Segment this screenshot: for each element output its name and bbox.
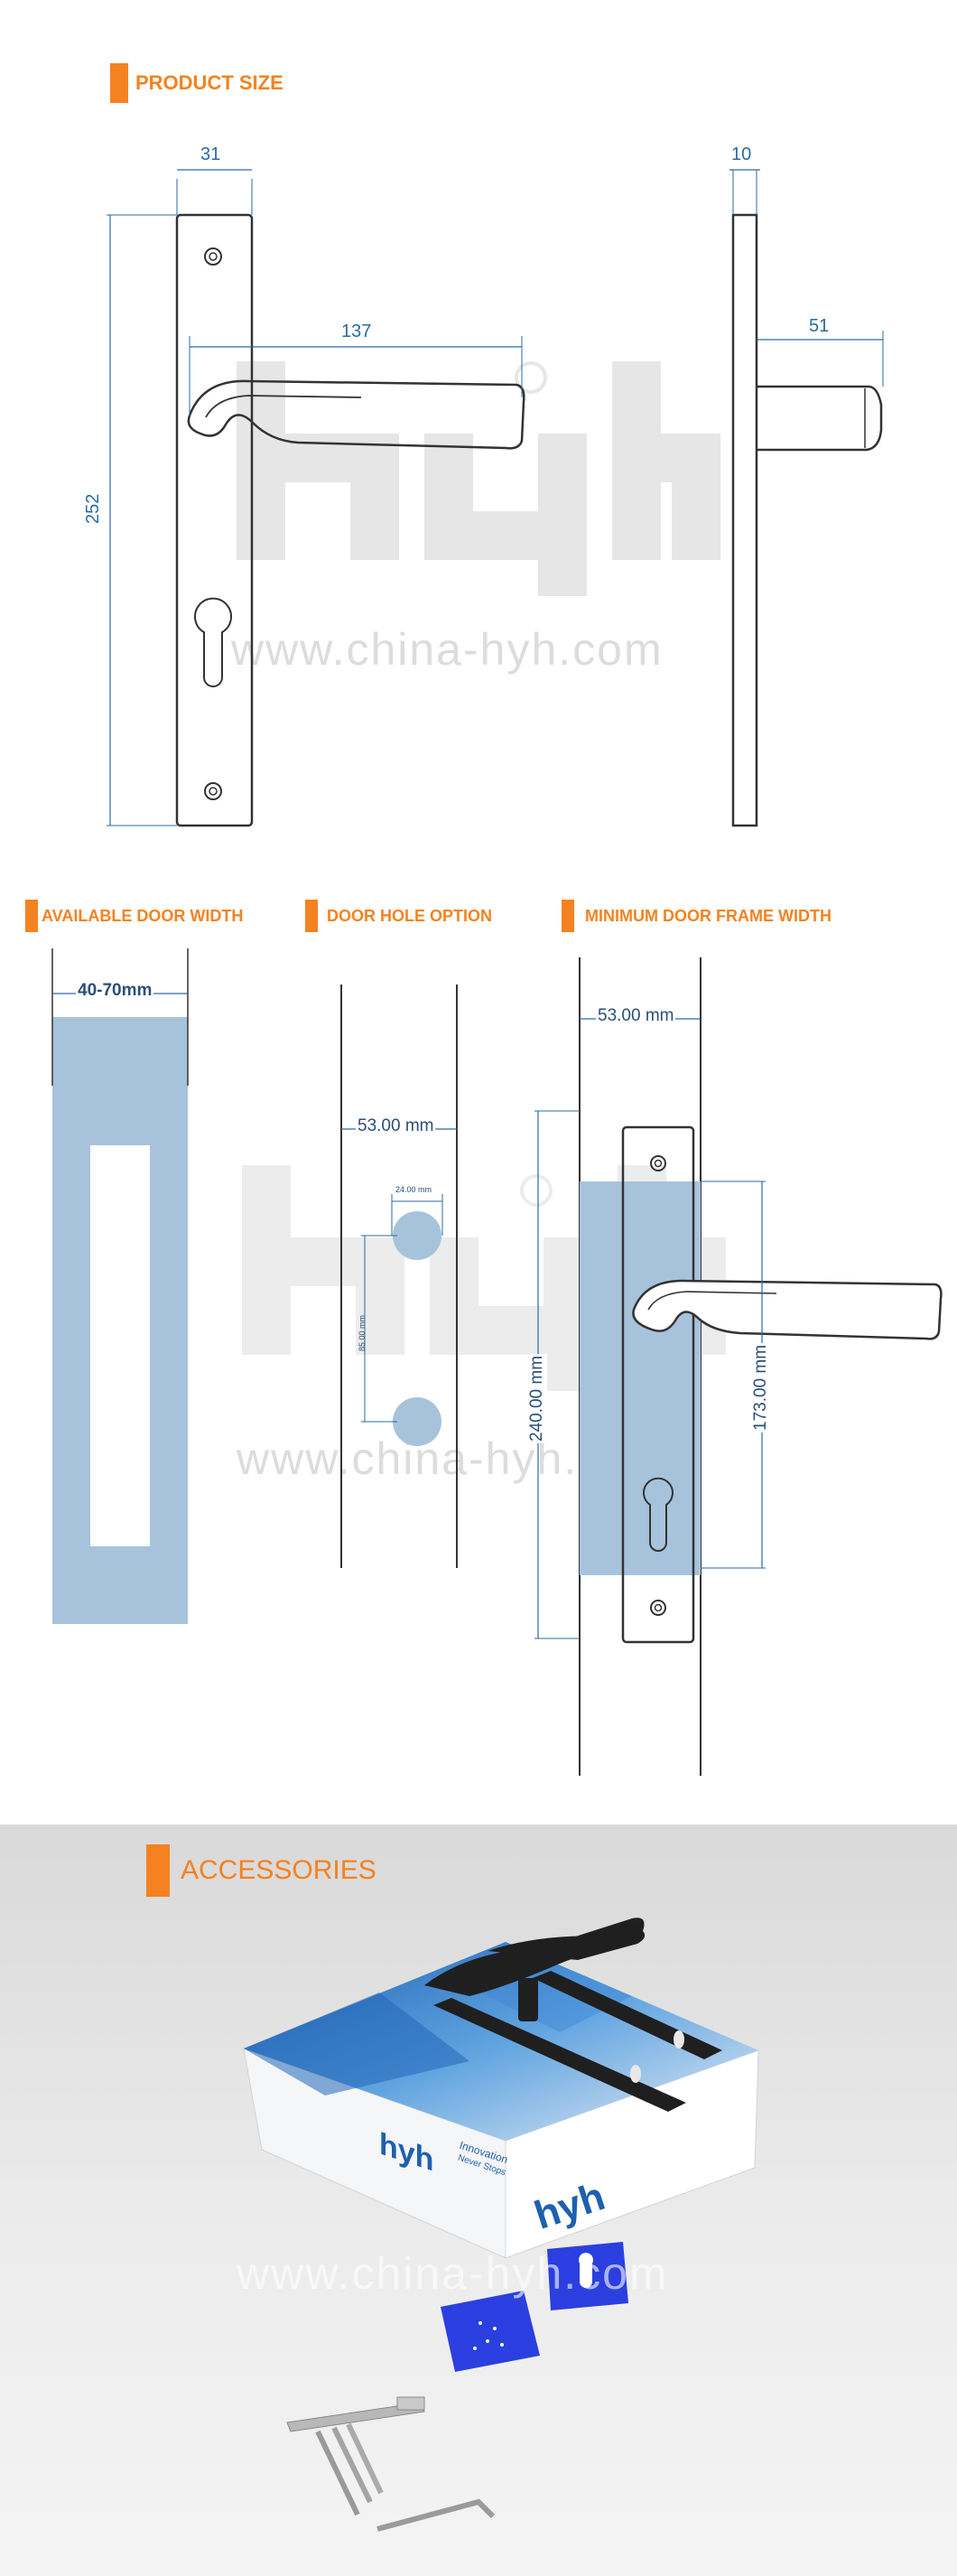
cylinder-keyhole xyxy=(194,597,232,687)
dim-side-projection: 51 xyxy=(809,316,830,336)
door-slot xyxy=(90,1145,150,1546)
watermark-url: www.china-hyh.com xyxy=(237,2248,669,2299)
minimum-door-frame-width-header: MINIMUM DOOR FRAME WIDTH xyxy=(562,900,832,932)
box-right-face xyxy=(505,2049,759,2259)
accessories-section: ACCESSORIES xyxy=(0,1825,957,2576)
lever-handle xyxy=(187,379,525,450)
dim-hole-gap: 24.00 mm xyxy=(395,1185,432,1194)
accessories-photo xyxy=(243,1918,759,2532)
side-view-drawing xyxy=(729,169,884,827)
product-size-title: PRODUCT SIZE xyxy=(135,71,283,94)
dim-lever-length: 137 xyxy=(341,322,372,341)
dim-hole-option-width: 53.00 mm xyxy=(356,1116,436,1136)
door-specs-drawing xyxy=(51,948,943,1776)
blue-plate-left xyxy=(441,2291,540,2372)
dim-side-thickness: 10 xyxy=(731,145,752,164)
header-accent-bar xyxy=(110,63,128,103)
frame-mortise xyxy=(580,1181,701,1575)
product-size-section: PRODUCT SIZE www.china-hyh.com xyxy=(0,0,957,858)
door-specs-section: AVAILABLE DOOR WIDTH DOOR HOLE OPTION MI… xyxy=(0,858,957,1825)
frame-lever xyxy=(632,1279,943,1340)
front-view-drawing xyxy=(107,169,525,827)
header-accent-bar xyxy=(146,1844,170,1897)
dim-frame-width: 53.00 mm xyxy=(596,1006,676,1026)
accessories-header: ACCESSORIES xyxy=(146,1844,376,1897)
header-accent-bar xyxy=(562,900,574,932)
available-door-width-header: AVAILABLE DOOR WIDTH xyxy=(25,900,243,932)
side-plate xyxy=(731,213,758,827)
screw-hole-bottom xyxy=(204,782,222,800)
dim-frame-height-a: 240.00 mm xyxy=(527,1353,547,1443)
product-size-header: PRODUCT SIZE xyxy=(110,63,283,103)
dim-door-width-range: 40-70mm xyxy=(76,981,154,1001)
door-hole-option-header: DOOR HOLE OPTION xyxy=(305,900,492,932)
spindle-and-screws xyxy=(286,2396,496,2532)
dim-frame-height-b: 173.00 mm xyxy=(751,1342,771,1433)
door-hole-top xyxy=(393,1211,441,1260)
header-accent-bar xyxy=(25,900,38,932)
dim-plate-width: 31 xyxy=(200,145,221,164)
frame-plate xyxy=(621,1125,695,1644)
side-lever xyxy=(757,385,883,452)
handle-plate xyxy=(175,213,254,827)
watermark-url: www.china-hyh.com xyxy=(231,624,664,675)
watermark-logo xyxy=(237,361,720,596)
header-accent-bar xyxy=(305,900,318,932)
dim-hole-spacing: 85.00 mm xyxy=(358,1314,367,1351)
door-hole-bottom xyxy=(393,1397,441,1446)
screw-hole-top xyxy=(204,247,222,266)
